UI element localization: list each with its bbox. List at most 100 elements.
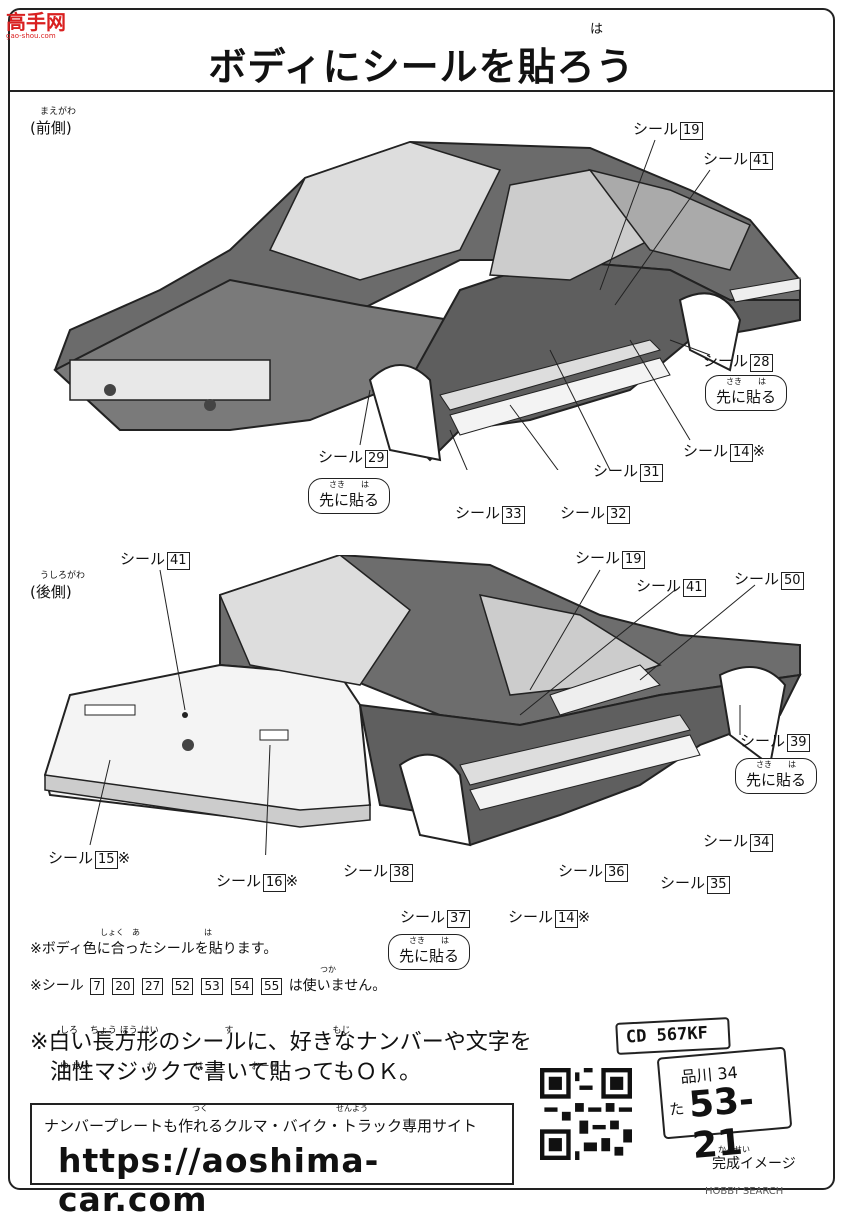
site-logo[interactable]: 高手网 gao-shou.com: [6, 6, 66, 40]
note2-ruby: つか: [320, 965, 336, 974]
note2-prefix: ※シール: [30, 978, 84, 994]
page-title: ボディにシールを貼ろう: [208, 45, 635, 89]
callout-text: シール: [636, 577, 682, 595]
callout-text: シール: [593, 462, 639, 480]
callout-text: シール: [48, 849, 94, 867]
front-license-plate: CD 567KF: [615, 1017, 731, 1055]
callout-text: シール: [703, 832, 749, 850]
big-note-ruby-1: しろ ちょう ほう けい す もじ: [60, 1026, 351, 1036]
sticker-number: 16: [263, 874, 286, 892]
front-label-text: (前側): [30, 119, 72, 137]
big-note-line-2: 油性マジックで書いて貼ってもＯＫ。: [50, 1060, 422, 1085]
rear-plate-kana: た: [668, 1099, 686, 1119]
big-note-ruby-2: ゆ せい か は おーけー: [60, 1062, 288, 1072]
title-bar: は ボディにシールを貼ろう: [10, 10, 833, 92]
unused-sticker-number: 27: [142, 978, 164, 995]
sticker-number: 41: [750, 152, 773, 170]
sticker-number: 31: [640, 464, 663, 482]
sticker-number: 15: [95, 851, 118, 869]
bubble-text: 先に貼る: [746, 771, 807, 789]
qr-code[interactable]: [540, 1068, 632, 1160]
sticker-number: 32: [607, 506, 630, 524]
sticker-number: 33: [502, 506, 525, 524]
front-car-illustration: [53, 139, 801, 470]
callout-text: シール: [660, 874, 706, 892]
bubble-text: 先に貼る: [319, 491, 380, 509]
rear-first-apply-bubble-left: さき は先に貼る: [388, 934, 471, 970]
callout-text: シール: [216, 872, 262, 890]
note1-text: ※ボディ色に合ったシールを貼ります。: [30, 941, 278, 957]
site-caption-ruby: つく せんよう: [192, 1104, 368, 1113]
bubble-ruby: さき は: [329, 480, 369, 489]
callout-text: シール: [703, 150, 749, 168]
callout-text: シール: [575, 549, 621, 567]
callout-text: シール: [400, 908, 446, 926]
sticker-number: 19: [622, 551, 645, 569]
website-box: つく せんよう ナンバープレートも作れるクルマ・バイク・トラック専用サイト ht…: [30, 1103, 514, 1219]
front-plate-text: CD 567KF: [625, 1023, 709, 1048]
sticker-number: 29: [365, 450, 388, 468]
sticker-number: 35: [707, 876, 730, 894]
rear-license-plate: 品川 34 た 53-21: [656, 1046, 793, 1167]
rear-first-apply-bubble-right: さき は先に貼る: [735, 758, 818, 794]
callout-text: シール: [343, 862, 389, 880]
callout-text: シール: [558, 862, 604, 880]
finished-image-label: かんせい 完成イメージ: [712, 1145, 796, 1173]
rear-section-label: うしろがわ (後側): [30, 568, 85, 602]
unused-sticker-number: 55: [260, 978, 283, 995]
bubble-ruby: さき は: [726, 377, 766, 386]
watermark: HOBBY SEARCH: [705, 1186, 784, 1197]
note-unused-stickers: ※シール 7 20 27 52 53 54 55 は使いません。 つか: [30, 965, 387, 995]
finish-ruby: かんせい: [718, 1145, 750, 1154]
site-url-link[interactable]: https://aoshima-car.com: [58, 1141, 380, 1219]
sticker-number: 14: [555, 910, 578, 928]
sticker-number: 28: [750, 354, 773, 372]
logo-text: 高手网: [6, 10, 66, 34]
logo-subtext: gao-shou.com: [6, 32, 56, 40]
bubble-text: 先に貼る: [399, 947, 460, 965]
bubble-text: 先に貼る: [716, 388, 777, 406]
bubble-ruby: さき は: [756, 760, 796, 769]
unused-sticker-number: 20: [112, 978, 134, 995]
rear-car-illustration: [43, 555, 802, 855]
callout-text: シール: [508, 908, 554, 926]
sticker-number: 19: [680, 122, 703, 140]
callout-text: シール: [318, 448, 364, 466]
finish-text: 完成イメージ: [712, 1156, 796, 1172]
callout-mark: ※: [285, 872, 299, 890]
front-label-ruby: まえがわ: [40, 107, 77, 117]
site-caption: ナンバープレートも作れるクルマ・バイク・トラック専用サイト: [44, 1117, 478, 1135]
front-section-label: まえがわ (前側): [30, 104, 76, 138]
sticker-number: 41: [167, 552, 190, 570]
callout-text: シール: [455, 504, 501, 522]
callout-text: シール: [703, 352, 749, 370]
unused-sticker-number: 53: [201, 978, 223, 995]
rear-label-ruby: うしろがわ: [40, 571, 86, 581]
unused-sticker-number: 7: [90, 978, 104, 995]
sticker-number: 39: [787, 734, 810, 752]
callout-text: シール: [633, 120, 679, 138]
callout-text: シール: [120, 550, 166, 568]
note1-ruby: しょく あ は: [100, 928, 212, 937]
callout-mark: ※: [752, 442, 766, 460]
note2-suffix: は使いません。: [288, 978, 387, 994]
rear-label-text: (後側): [30, 583, 72, 601]
